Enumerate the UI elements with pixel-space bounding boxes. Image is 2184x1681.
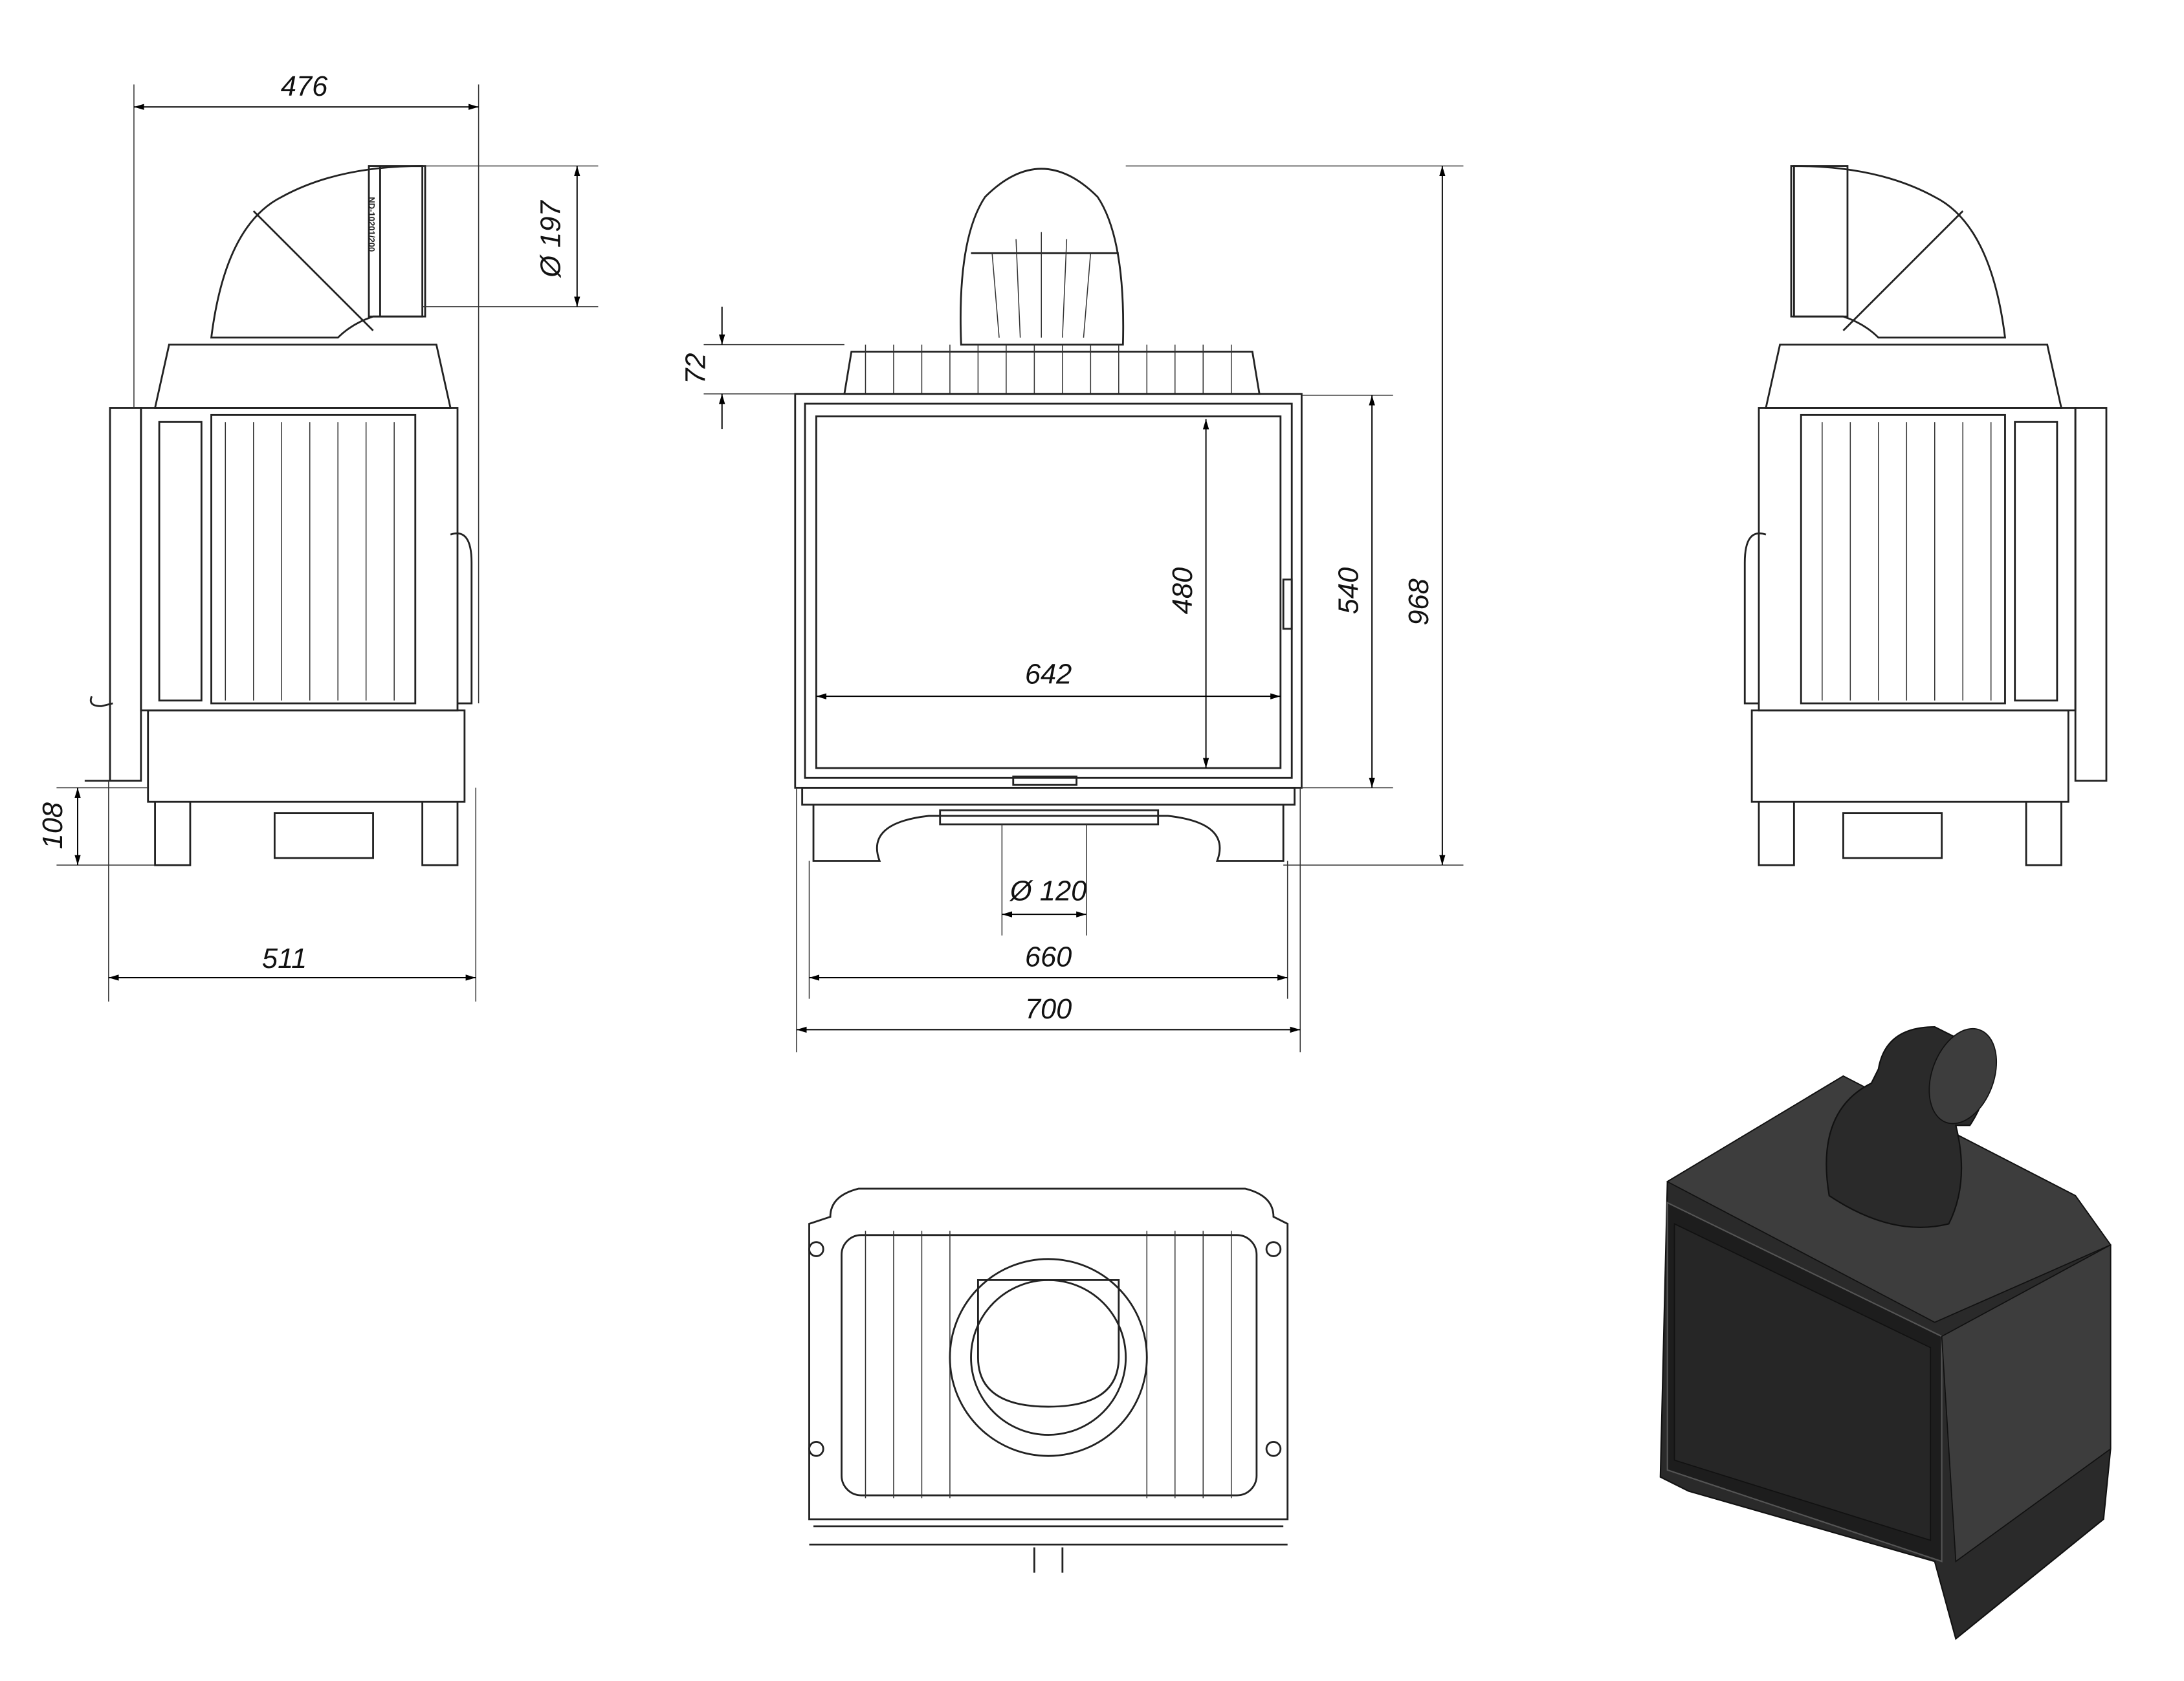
dimension-labels: 476 Ø 197 72 968 540 480 642 108 511 660… bbox=[38, 71, 1435, 1025]
left-side-view: ND-10201/200 bbox=[84, 165, 473, 866]
dim-body-height: 540 bbox=[1333, 567, 1364, 615]
dim-total-height: 968 bbox=[1404, 578, 1435, 626]
isometric-view bbox=[1659, 1026, 2112, 1640]
dim-glass-width: 642 bbox=[1025, 659, 1072, 690]
dim-leg-span-width: 660 bbox=[1025, 942, 1072, 973]
dim-side-depth-top: 476 bbox=[281, 71, 328, 102]
dim-top-fin-height: 72 bbox=[681, 353, 712, 384]
dim-glass-height: 480 bbox=[1167, 567, 1198, 615]
dimension-lines bbox=[56, 84, 1464, 1053]
front-view bbox=[794, 168, 1303, 862]
dim-air-inlet-diameter: Ø 120 bbox=[1009, 875, 1086, 906]
dim-leg-height: 108 bbox=[38, 802, 69, 850]
top-view bbox=[808, 1187, 1289, 1573]
dim-side-depth-bottom: 511 bbox=[262, 943, 307, 974]
right-side-view bbox=[1743, 165, 2108, 866]
dim-flue-diameter: Ø 197 bbox=[536, 200, 567, 279]
pipe-marking: ND-10201/200 bbox=[367, 197, 377, 252]
dim-total-width: 700 bbox=[1025, 994, 1072, 1025]
